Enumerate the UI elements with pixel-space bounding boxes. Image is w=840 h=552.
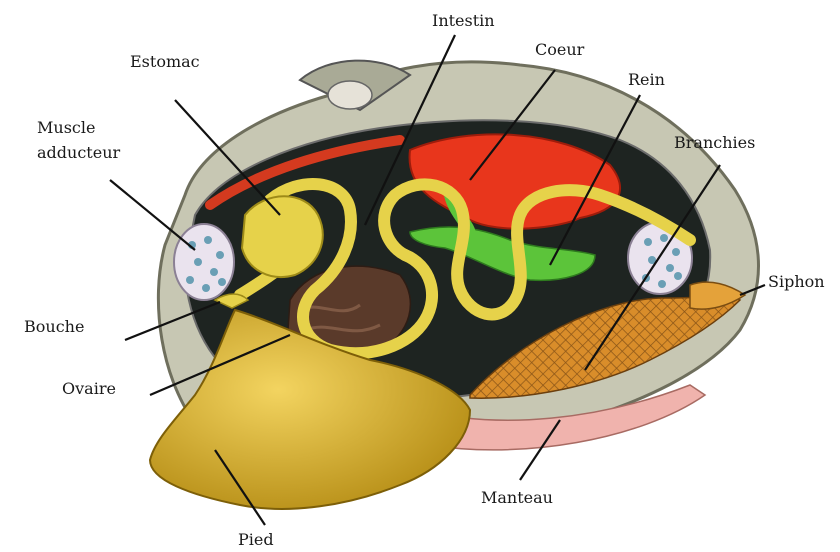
label-bouche: Bouche [24, 317, 84, 336]
label-siphon: Siphon [768, 272, 825, 291]
label-ovaire: Ovaire [62, 379, 116, 398]
label-coeur: Coeur [535, 40, 584, 59]
label-muscle-line1: Muscle [37, 118, 95, 137]
label-manteau: Manteau [481, 488, 553, 507]
stomach [242, 196, 323, 277]
label-muscle-line2: adducteur [37, 143, 120, 162]
label-intestin: Intestin [432, 11, 495, 30]
label-branchies: Branchies [674, 133, 755, 152]
label-rein: Rein [628, 70, 665, 89]
label-pied: Pied [238, 530, 274, 549]
label-estomac: Estomac [130, 52, 200, 71]
hinge-ligament [328, 81, 372, 109]
